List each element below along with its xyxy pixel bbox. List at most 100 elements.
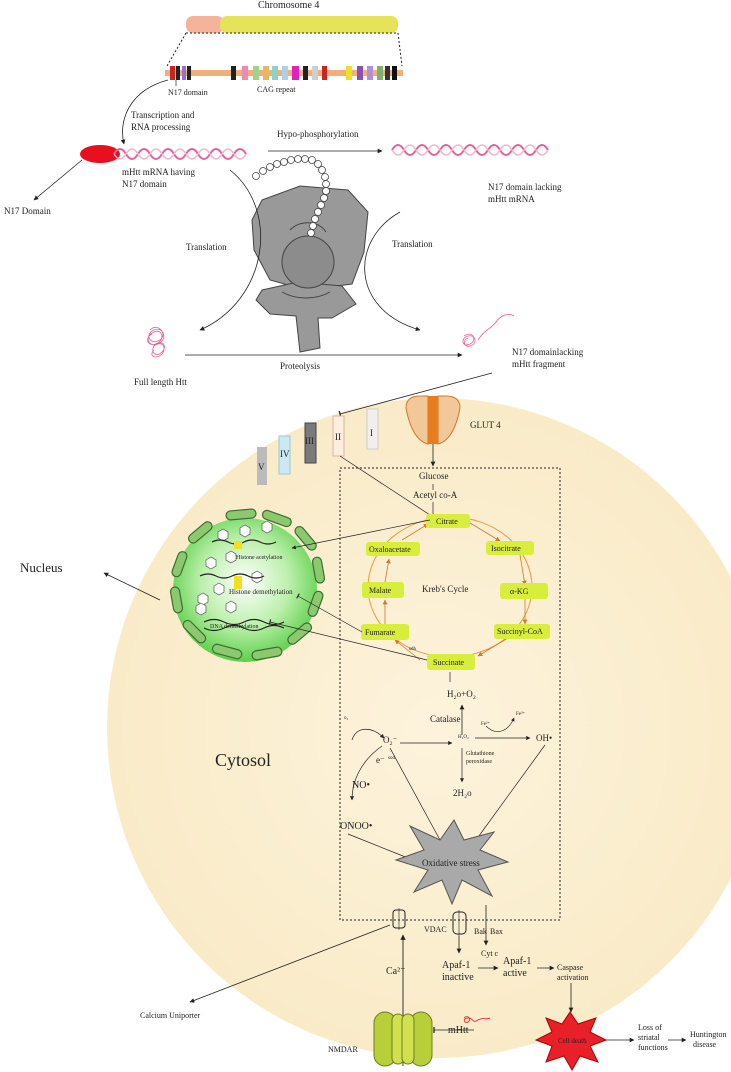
apaf-active-label-1: Apaf-1 — [503, 956, 531, 967]
cytosol-label: Cytosol — [215, 750, 271, 770]
translation-left-label: Translation — [186, 242, 227, 252]
protein-coil-icon — [463, 1016, 491, 1023]
complex-ii-to-succinate — [339, 455, 431, 516]
ribosome-icon — [251, 155, 369, 353]
krebs-cycle-label: Kreb's Cycle — [422, 584, 468, 594]
iron-arrow — [485, 717, 515, 732]
caspase-label-1: Caspase — [557, 963, 584, 972]
nmdar-label: NMDAR — [328, 1045, 358, 1054]
hypo-phosphorylation-label: Hypo-phosphorylation — [277, 129, 359, 139]
h2o-o2-label: H₂o+O₂ — [447, 689, 476, 699]
calcium-uniporter-arrow — [189, 924, 391, 1003]
chromosome-icon — [186, 16, 398, 33]
cell-death-icon — [534, 1011, 608, 1072]
complex-ii-label: II — [335, 432, 341, 442]
histone-acetylation-label: Histone acetylation — [236, 555, 283, 561]
n17-domain-small-label: N17 domain — [168, 88, 208, 97]
calcium-uniporter-label: Calcium Uniporter — [140, 1011, 201, 1020]
caspase-label-2: activation — [557, 973, 589, 982]
protein-coil-icon — [462, 314, 515, 347]
oh-radical-label: OH• — [536, 733, 552, 743]
fumarate-label: Fumarate — [365, 628, 396, 637]
citrate-box — [426, 514, 470, 528]
vdac-label: VDAC — [424, 925, 447, 934]
superoxide-to-onoo — [349, 745, 383, 801]
fe3-label: Fe³⁺ — [516, 711, 525, 717]
dna-demethylation-label: DNA demethylation — [210, 624, 259, 630]
mrna-icon — [80, 145, 247, 163]
complex-iii-label: III — [305, 436, 314, 446]
fe2-label: Fe²⁺ — [481, 721, 490, 727]
mrna-icon — [391, 144, 549, 156]
zoom-line-left — [166, 32, 187, 67]
complex-i-label: I — [370, 428, 373, 438]
huntington-label-2: disease — [693, 1040, 717, 1049]
sdh-label: sdh — [409, 647, 416, 652]
dna-strip-icon — [165, 66, 403, 80]
oxaloacetate-box — [366, 542, 420, 556]
chromosome-label: Chromosome 4 — [258, 0, 319, 11]
oxaloacetate-label: Oxaloacetate — [369, 545, 411, 554]
translation-arrow-right — [364, 211, 421, 332]
bak-label: Bak — [474, 927, 487, 936]
glut4-transporter-icon — [405, 395, 461, 445]
mhtt-mrna-label-2: N17 domain — [122, 179, 167, 189]
cyt-c-label: Cyt c — [481, 949, 499, 958]
fragment-label-2: mHtt fragment — [512, 359, 566, 369]
nmdar-channel-icon — [373, 1011, 433, 1067]
mitochondrion-box — [339, 467, 561, 921]
apaf-inactive-label-2: inactive — [442, 972, 474, 983]
superoxide-label: O₂⁻ — [383, 735, 398, 745]
two-h2o-label: 2H₂o — [453, 788, 472, 798]
bax-label: Bax — [490, 927, 503, 936]
glut4-label: GLUT 4 — [470, 420, 501, 430]
fumarate-inhibition — [296, 593, 363, 633]
succinate-box — [427, 654, 475, 670]
mhtt-label: mHtt — [448, 1025, 469, 1036]
n17-lacking-label-2: mHtt mRNA — [488, 194, 535, 204]
catalase-label: Catalase — [430, 714, 461, 724]
loss-label-1: Loss of — [638, 1023, 662, 1032]
protein-coil-icon — [147, 326, 165, 358]
h2o2-label: H₂O₂ — [458, 735, 469, 740]
starburst-icon — [394, 819, 510, 906]
histone-demethylation-label: Histone demethylation — [229, 588, 293, 596]
transcription-arrow — [120, 79, 169, 145]
superoxide-to-stress — [389, 747, 441, 841]
glutathione-label-2: peroxidase — [466, 759, 492, 765]
transcription-label-2: RNA processing — [131, 122, 191, 132]
apaf-inactive-label-1: Apaf-1 — [442, 960, 470, 971]
huntington-label-1: Huntington — [690, 1030, 726, 1039]
succinate-inhibition — [268, 619, 428, 661]
n17-domain-out-label: N17 Domain — [4, 206, 51, 216]
n17-lacking-label-1: N17 domain lacking — [488, 182, 562, 192]
etc-complexes — [257, 408, 379, 485]
zoom-line-right — [397, 32, 403, 67]
malate-label: Malate — [369, 586, 392, 595]
oh-to-stress — [475, 744, 546, 841]
glutathione-label-1: Glutathione — [466, 751, 495, 757]
vdac-channel-icon — [452, 911, 467, 935]
citrate-to-acetylation — [291, 519, 431, 550]
translation-right-label: Translation — [392, 239, 433, 249]
malate-box — [362, 582, 404, 598]
complex-iv-label: IV — [280, 449, 290, 459]
isocitrate-label: Isocitrate — [491, 544, 521, 553]
nucleus-arrow — [103, 572, 161, 601]
complex-v-label: V — [258, 462, 265, 472]
cag-repeat-label: CAG repeat — [257, 85, 296, 94]
mhtt-mrna-label-1: mHtt mRNA having — [122, 167, 196, 177]
nucleus-label: Nucleus — [20, 560, 63, 575]
proteolysis-label: Proteolysis — [280, 361, 321, 371]
onoo-to-stress — [347, 833, 409, 859]
n17-removal-arrow — [33, 159, 83, 201]
isocitrate-box — [486, 541, 534, 555]
o2-reduction-arrow — [351, 728, 385, 741]
nucleus-icon — [169, 508, 326, 662]
loss-label-2: striatal — [638, 1033, 661, 1042]
sod-label: sod — [388, 756, 395, 761]
translation-arrow-left — [199, 169, 261, 331]
fragment-inhibition — [338, 372, 493, 418]
acetyl-coa-label: Acetyl co-A — [413, 490, 458, 500]
